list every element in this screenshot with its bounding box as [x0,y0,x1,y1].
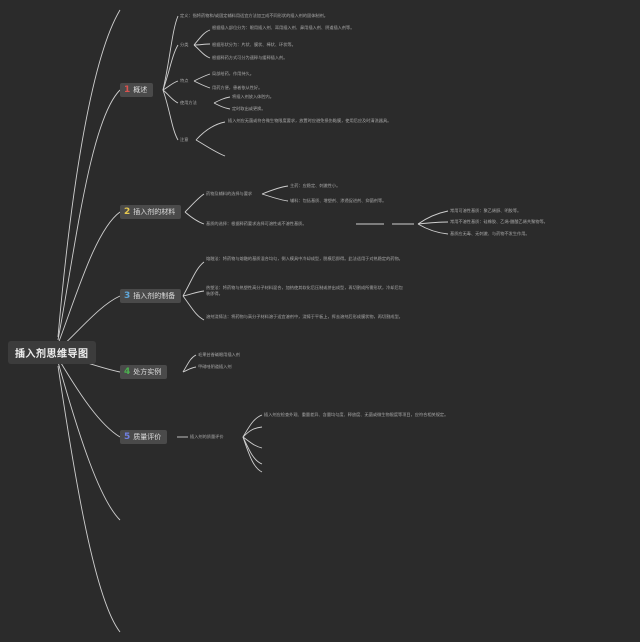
leaf-usage-insert: 将插入剂放入体腔内。 [232,94,274,99]
leaf-feature-local: 局部给药，作用持久。 [212,71,254,76]
leaf-solvent-casting-method: 溶剂浇铸法：将药物与高分子材料溶于适宜溶剂中，浇铸于平板上，挥去溶剂后形成膜状物… [206,314,403,319]
leaf-notes-detail: 插入剂应无菌或符合微生物限度要求，放置时应避免损伤黏膜，使用后应及时清洗器具。 [228,118,392,123]
leaf-example-eye: 毛果芸香碱眼用插入剂 [198,352,240,357]
topic-label: 插入剂的材料 [133,208,176,216]
topic-label: 质量评价 [133,433,162,441]
topic-number: 5 [124,432,131,442]
leaf-class-by-shape: 根据形状分为：片状、膜状、棒状、环状等。 [212,42,296,47]
leaf-main-drug: 主药：应稳定、刺激性小。 [290,183,341,188]
leaf-thermoplastic-method: 热塑法：将药物与热塑性高分子材料混合，加热使其软化后压制或挤出成型，再切割成所需… [206,285,403,296]
leaf-excipients: 辅料：包括基质、增塑剂、渗透促进剂、抑菌剂等。 [290,198,387,203]
leaf-soluble-matrix: 常用可溶性基质：聚乙烯醇、明胶等。 [450,208,522,213]
topic-label: 处方实例 [133,368,162,376]
leaf-drug-excipient: 药物及辅料的选择与要求 [206,191,253,196]
leaf-usage: 使用方法 [180,100,197,105]
leaf-matrix-requirement: 基质应无毒、无刺激、与药物不发生作用。 [450,231,530,236]
leaf-quality-detail: 插入剂应检查外观、重量差异、含量均匀度、释放度、无菌或微生物限度等项目，应符合相… [264,412,449,417]
leaf-matrix-choice: 基质的选择：根据释药要求选择可溶性或不溶性基质。 [206,221,307,226]
leaf-classification: 分类 [180,42,189,47]
leaf-definition: 定义：指将药物和/或固定辅料用适宜方法加工成不同形状的插入剂的固体制剂。 [180,13,328,18]
root-node[interactable]: 插入剂思维导图 [8,341,96,364]
leaf-feature-convenient: 用药方便，患者依从性好。 [212,85,263,90]
leaf-class-by-release: 根据释药方式可分为速释与缓释插入剂。 [212,55,288,60]
topic-number: 3 [124,291,131,301]
leaf-class-by-site: 根据插入部位分为：眼用插入剂、耳用插入剂、鼻用插入剂、阴道插入剂等。 [212,25,355,30]
leaf-example-vaginal: 甲硝唑阴道插入剂 [198,364,232,369]
leaf-notes: 注意 [180,137,189,142]
topic-number: 1 [124,85,131,95]
leaf-quality-title: 插入剂的质量评价 [190,434,224,439]
topic-label: 插入剂的制备 [133,292,176,300]
leaf-melt-method: 熔融法：将药物与熔融的基质混合均匀，倒入模具中冷却成型，脱模后即得。此法适用于对… [206,256,403,261]
topic-number: 2 [124,207,131,217]
leaf-usage-replace: 定时取出或更换。 [232,106,266,111]
leaf-features: 特点 [180,78,189,83]
leaf-insoluble-matrix: 常用不溶性基质：硅橡胶、乙烯-醋酸乙烯共聚物等。 [450,219,548,224]
topic-label: 概述 [133,86,148,94]
topic-number: 4 [124,367,131,377]
